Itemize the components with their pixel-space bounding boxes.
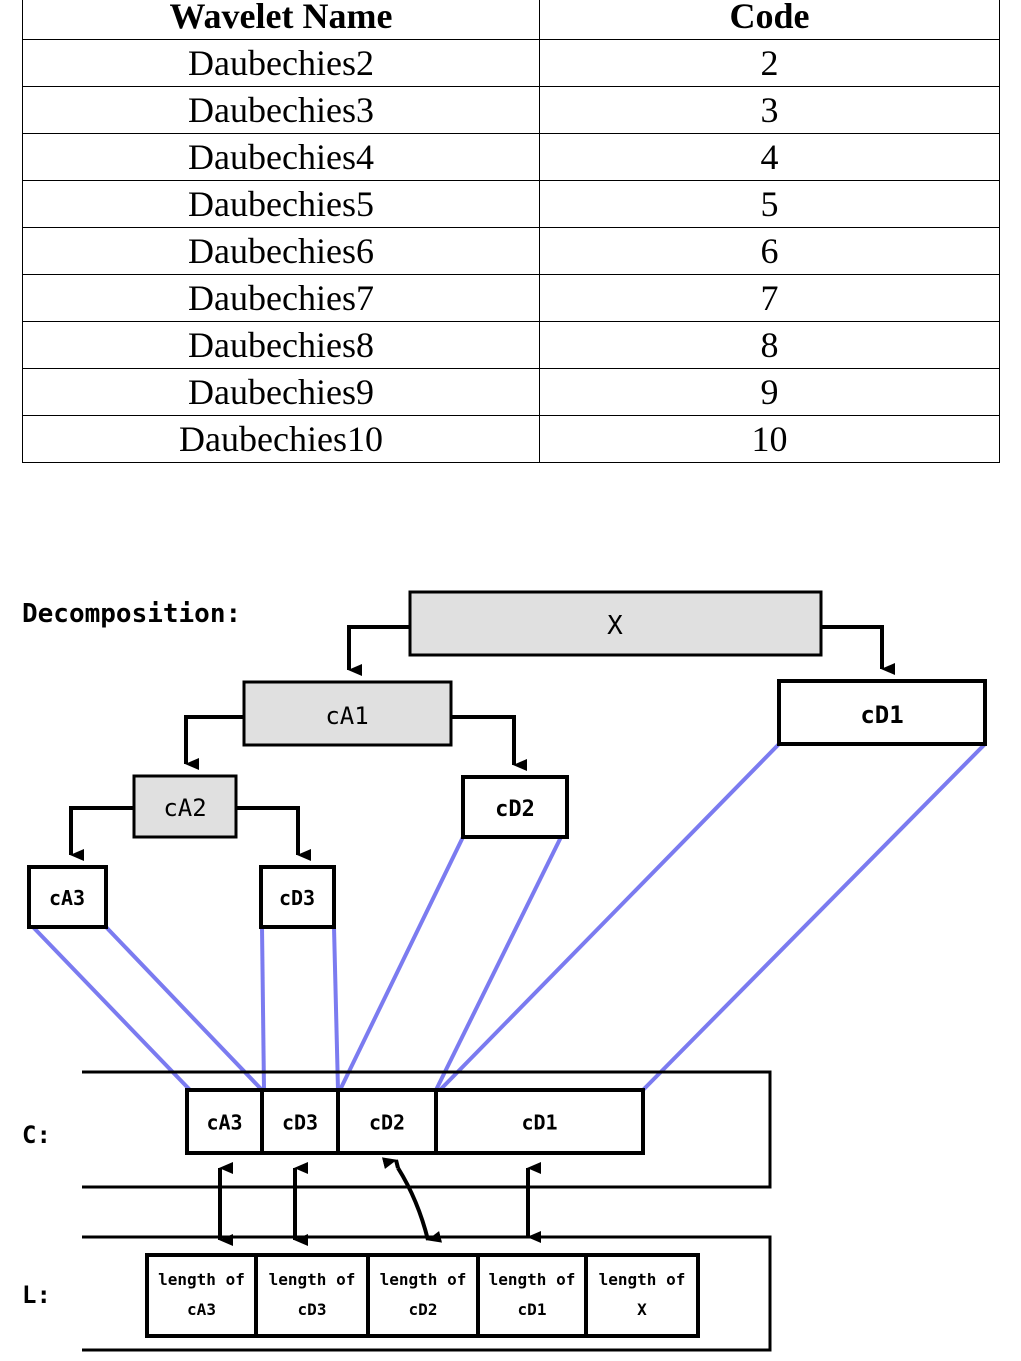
c-box-item: cD2 [336,1088,438,1155]
svg-text:cA1: cA1 [325,702,368,730]
tree-connectors [69,625,895,861]
node-x: X [408,590,823,657]
node-ca2: cA2 [132,774,238,839]
wavelet-name-cell: Daubechies10 [22,415,540,463]
link-lines [31,742,987,1092]
node-cd1: cD1 [777,679,987,746]
code-cell: 4 [539,133,1000,181]
svg-text:cD3: cD3 [282,1111,318,1135]
svg-text:cD2: cD2 [369,1111,405,1135]
node-cd3: cD3 [259,865,336,929]
l-band [82,1235,772,1352]
svg-text:cD3: cD3 [279,886,315,910]
c-band [82,1070,772,1189]
svg-text:cA2: cA2 [163,794,206,822]
svg-text:length ofX: length ofX [599,1270,686,1319]
diagram-title: Decomposition: [22,599,241,629]
code-cell: 10 [539,415,1000,463]
svg-text:cD1: cD1 [860,701,903,729]
header-wavelet-name: Wavelet Name [22,0,540,40]
wavelet-name-cell: Daubechies4 [22,133,540,181]
c-box-item: cD1 [434,1088,645,1155]
node-ca1: cA1 [242,680,453,747]
c-box-item: cA3 [185,1088,264,1155]
wavelet-name-cell: Daubechies5 [22,180,540,228]
wavelet-name-cell: Daubechies3 [22,86,540,134]
wavelet-name-cell: Daubechies7 [22,274,540,322]
c-label: C: [22,1121,51,1149]
svg-text:cD1: cD1 [521,1111,557,1135]
svg-text:X: X [607,611,623,641]
c-boxes: cA3 cD3 cD2 cD1 [185,1088,645,1155]
c-l-arrows [218,1157,541,1246]
node-ca3: cA3 [27,865,108,929]
code-cell: 6 [539,227,1000,275]
svg-text:cD2: cD2 [495,797,535,822]
header-code: Code [539,0,1000,40]
code-cell: 2 [539,39,1000,87]
svg-text:cA3: cA3 [49,886,85,910]
code-cell: 5 [539,180,1000,228]
l-label: L: [22,1281,51,1309]
c-box-item: cD3 [260,1088,340,1155]
code-cell: 3 [539,86,1000,134]
node-cd2: cD2 [461,775,569,839]
wavelet-name-cell: Daubechies2 [22,39,540,87]
svg-text:cA3: cA3 [206,1111,242,1135]
code-cell: 9 [539,368,1000,416]
